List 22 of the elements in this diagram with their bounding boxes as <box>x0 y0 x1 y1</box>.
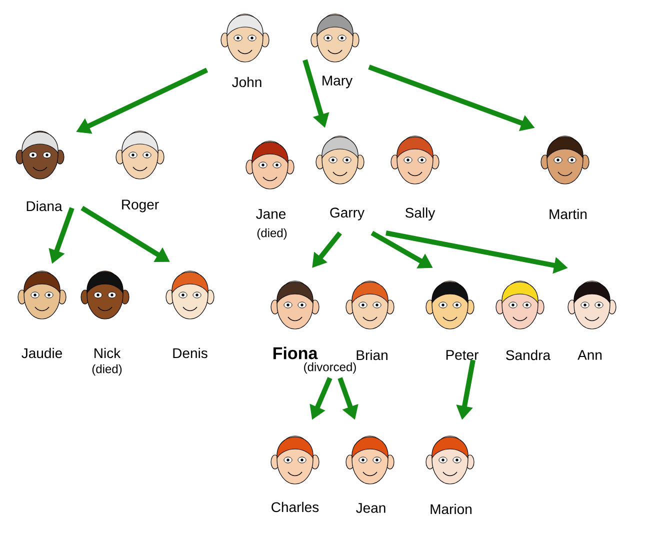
name-label: Jaudie <box>22 348 62 358</box>
name-label: Roger <box>122 200 159 212</box>
name-label: Sandra <box>506 350 551 360</box>
name-label: Fiona <box>273 346 318 360</box>
name-label: Diana <box>26 200 62 212</box>
name-label: Peter <box>446 350 478 360</box>
name-label: Martin <box>550 208 587 220</box>
name-label: Mary <box>322 76 353 88</box>
status-label: (died) <box>257 228 287 240</box>
name-label: Marion <box>430 504 472 514</box>
name-label: Brian <box>356 350 388 360</box>
name-label: Jane <box>256 209 286 219</box>
name-label: John <box>232 76 262 88</box>
name-label: Sally <box>405 207 436 221</box>
name-label: Garry <box>330 208 364 220</box>
status-label: (divorced) <box>304 362 356 374</box>
name-label: Denis <box>173 348 208 358</box>
name-label: Nick <box>94 348 121 358</box>
status-label: (died) <box>92 364 122 376</box>
name-label: Jean <box>356 503 386 513</box>
name-label: Charles <box>272 502 319 512</box>
name-label: Ann <box>578 350 602 360</box>
